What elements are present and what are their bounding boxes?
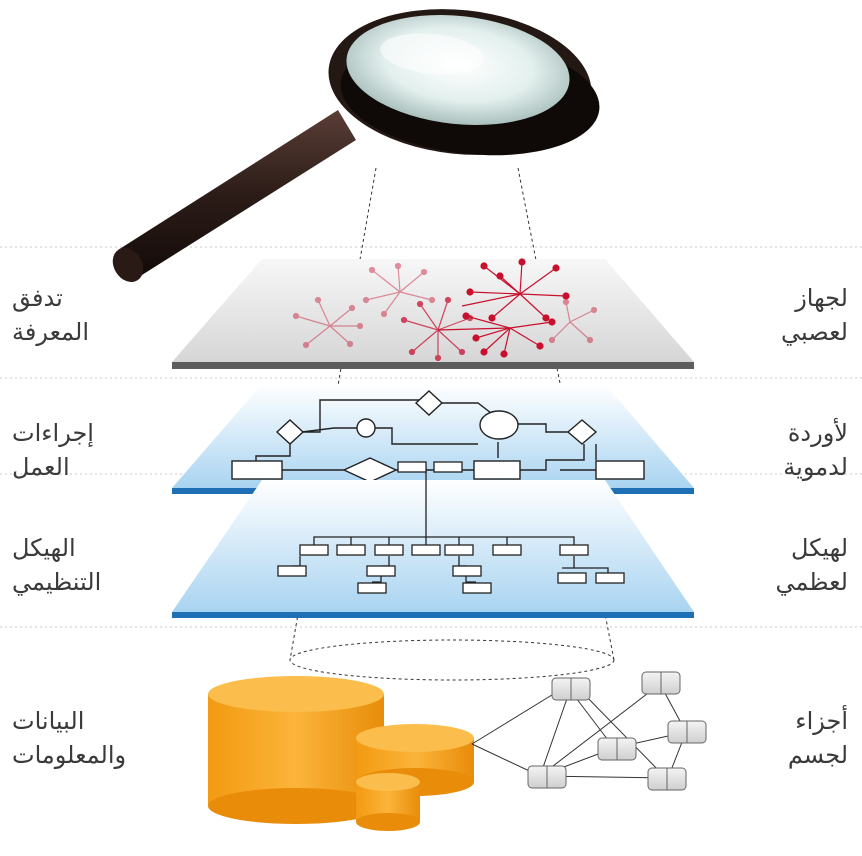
label-business-process: إجراءات العمل [12,419,94,481]
knowledge-flow-plane [172,258,694,369]
label-nervous-system: لجهاز لعصبي [781,284,848,346]
label-org-structure: الهيكل التنظيمي [12,534,102,596]
knowledge-network-icon [292,258,598,362]
label-knowledge-flow: تدفق المعرفة [12,284,90,346]
org-chart-icon [277,461,625,594]
label-skeleton: لهيكل لعظمي [775,534,848,596]
label-blood-vessels: لأوردة لدموية [783,419,848,481]
database-cylinders-icon [208,676,474,831]
org-structure-plane [172,461,694,618]
label-body-parts: أجزاء لجسم [787,707,848,769]
business-process-plane [172,384,694,494]
label-data-information: البيانات والمعلومات [12,707,127,769]
node-network-icon [471,671,707,791]
magnifying-glass-icon [112,9,600,282]
